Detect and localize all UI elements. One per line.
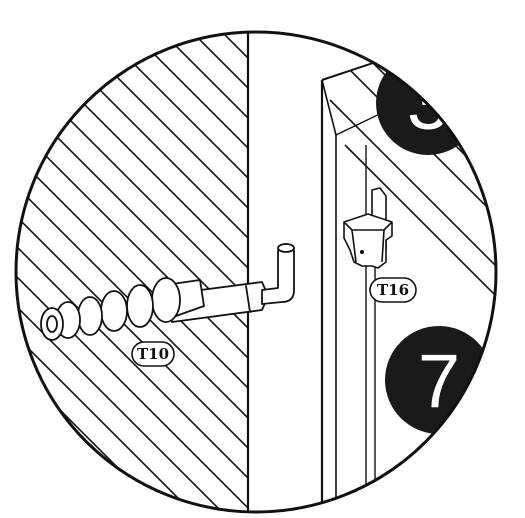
svg-text:T16: T16 [377, 281, 409, 299]
detail-circle-frame [14, 30, 498, 514]
bracket-t16 [343, 187, 393, 269]
svg-text:T10: T10 [137, 345, 169, 363]
label-t10: T10 [131, 341, 175, 367]
label-t16: T16 [369, 277, 417, 303]
quantity-badge: 7 [385, 326, 493, 434]
svg-text:7: 7 [418, 339, 460, 424]
wall-plug [40, 277, 205, 341]
